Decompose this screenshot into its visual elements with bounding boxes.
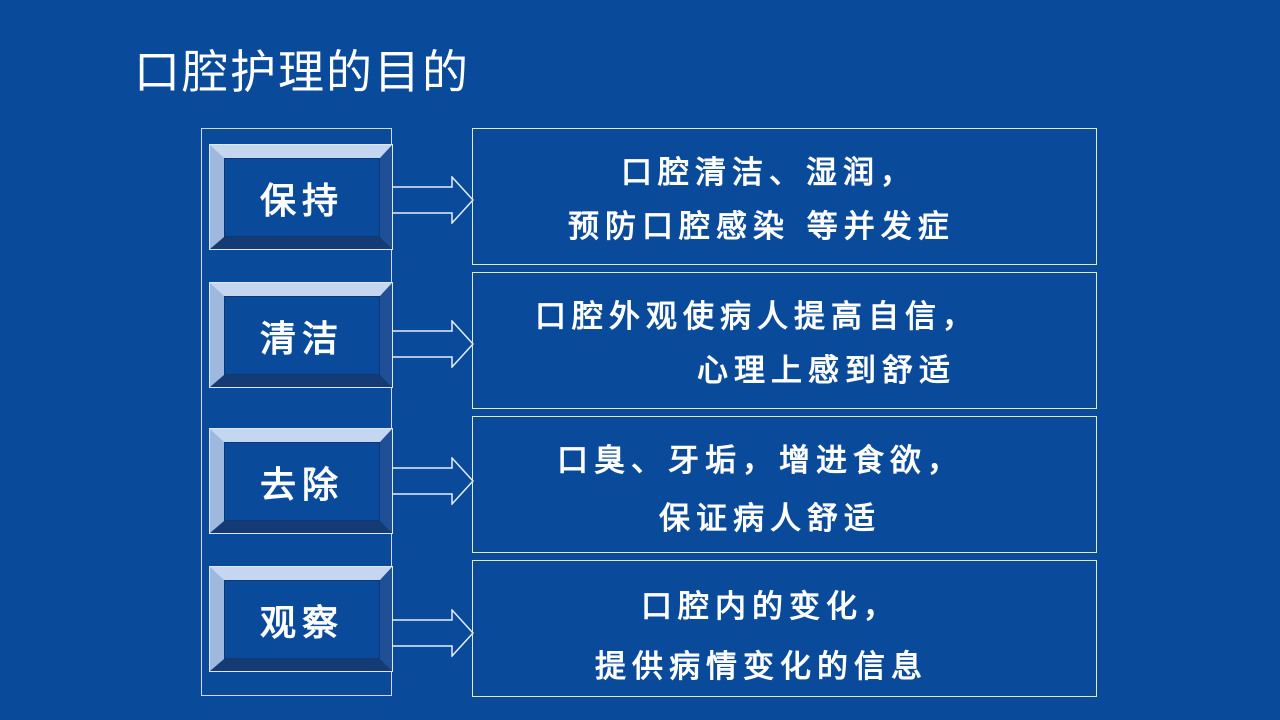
description-box-clean: 口腔外观使病人提高自信， 心理上感到舒适 [472, 272, 1097, 409]
description-line-2: 保证病人舒适 [659, 501, 881, 537]
category-label: 观察 [259, 601, 344, 644]
left-column-frame [201, 128, 392, 696]
category-box-remove: 去除 [209, 428, 393, 534]
description-line-2: 预防口腔感染 等并发症 [568, 209, 955, 245]
category-label: 保持 [259, 179, 344, 222]
category-label: 去除 [259, 463, 344, 506]
description-line-2: 心理上感到舒适 [697, 353, 956, 389]
right-arrow-icon [392, 176, 474, 224]
category-box-observe: 观察 [209, 566, 393, 672]
description-line-1: 口臭、牙垢，增进食欲， [557, 443, 964, 479]
category-box-keep: 保持 [209, 144, 393, 250]
right-arrow-icon [392, 457, 474, 505]
description-line-1: 口腔外观使病人提高自信， [535, 299, 979, 335]
description-box-keep: 口腔清洁、湿润， 预防口腔感染 等并发症 [472, 128, 1097, 265]
description-box-remove: 口臭、牙垢，增进食欲， 保证病人舒适 [472, 416, 1097, 553]
description-line-1: 口腔清洁、湿润， [621, 155, 917, 191]
category-label: 清洁 [259, 317, 344, 360]
slide-title: 口腔护理的目的 [134, 45, 470, 99]
right-arrow-icon [392, 609, 474, 657]
description-line-2: 提供病情变化的信息 [595, 649, 928, 685]
right-arrow-icon [392, 320, 474, 368]
category-box-clean: 清洁 [209, 282, 393, 388]
description-box-observe: 口腔内的变化， 提供病情变化的信息 [472, 560, 1097, 697]
description-line-1: 口腔内的变化， [641, 589, 900, 625]
